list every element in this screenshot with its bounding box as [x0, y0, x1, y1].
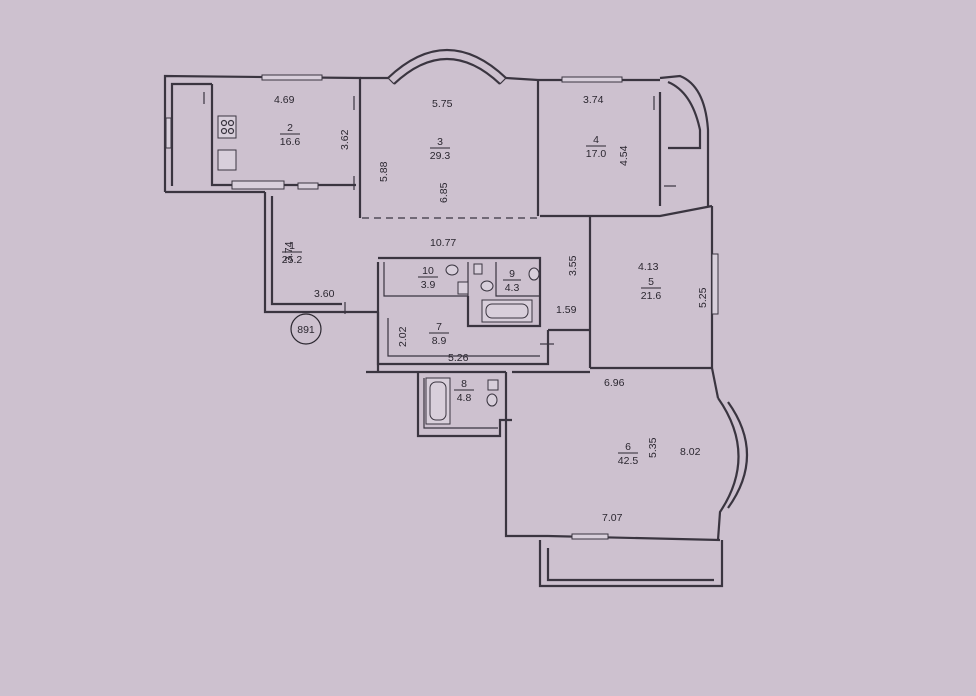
room-1-area: 25.2 [282, 254, 303, 266]
room-4-area: 17.0 [586, 148, 607, 160]
room-5-area: 21.6 [641, 290, 662, 302]
room-3-number: 3 [437, 136, 443, 148]
dim-bed4-depth: 4.54 [618, 145, 630, 166]
room-2-area: 16.6 [280, 136, 301, 148]
dimension-labels: 4.69 3.62 5.75 5.88 6.85 3.74 4.54 10.77… [274, 94, 709, 524]
dim-bed4-width: 3.74 [583, 94, 604, 106]
room-10-area: 3.9 [421, 279, 436, 291]
dim-bed5-width: 4.13 [638, 261, 659, 273]
room-7-number: 7 [436, 321, 442, 333]
kitchen-fixtures [217, 115, 319, 190]
dim-corridor-depth: 3.55 [567, 255, 579, 276]
dim-hall-width: 3.60 [314, 288, 335, 300]
dim-hall-length: 10.77 [430, 237, 456, 249]
dim-master-depth: 5.35 [647, 437, 659, 458]
dim-kitchen-width: 4.69 [274, 94, 295, 106]
dim-master-bottom-width: 7.07 [602, 512, 623, 524]
room-10-number: 10 [422, 265, 434, 277]
room-4-number: 4 [593, 134, 599, 146]
door-markers [203, 92, 676, 345]
room-6-number: 6 [625, 441, 631, 453]
plan-number-badge: 891 [290, 313, 322, 345]
room-5-number: 5 [648, 276, 654, 288]
dim-hall-depth: 3.74 [283, 241, 295, 262]
dim-kitchen-depth: 3.62 [339, 129, 351, 150]
dim-dressing-width: 5.26 [448, 352, 469, 364]
bathroom-fixtures [425, 263, 540, 425]
dim-corridor-width: 1.59 [556, 304, 577, 316]
room-labels: 1 25.2 2 16.6 3 29.3 4 17.0 5 21.6 6 42.… [280, 122, 662, 467]
room-8-number: 8 [461, 378, 467, 390]
room-9-number: 9 [509, 268, 515, 280]
plan-number: 891 [297, 324, 315, 336]
dim-living-right-depth: 6.85 [438, 182, 450, 203]
room-8-area: 4.8 [457, 392, 472, 404]
room-2-number: 2 [287, 122, 293, 134]
room-1-number: 1 [289, 240, 295, 252]
dim-living-left-depth: 5.88 [378, 161, 390, 182]
room-7-area: 8.9 [432, 335, 447, 347]
dim-bed5-depth: 5.25 [697, 287, 709, 308]
dim-master-bay-depth: 8.02 [680, 446, 701, 458]
windows [165, 74, 719, 540]
room-6-area: 42.5 [618, 455, 639, 467]
dim-master-top-width: 6.96 [604, 377, 625, 389]
dim-living-width: 5.75 [432, 98, 453, 110]
room-9-area: 4.3 [505, 282, 520, 294]
dim-dressing-depth: 2.02 [397, 326, 409, 347]
exterior-walls [163, 74, 749, 588]
living-room-arch [387, 49, 507, 85]
room-3-area: 29.3 [430, 150, 451, 162]
